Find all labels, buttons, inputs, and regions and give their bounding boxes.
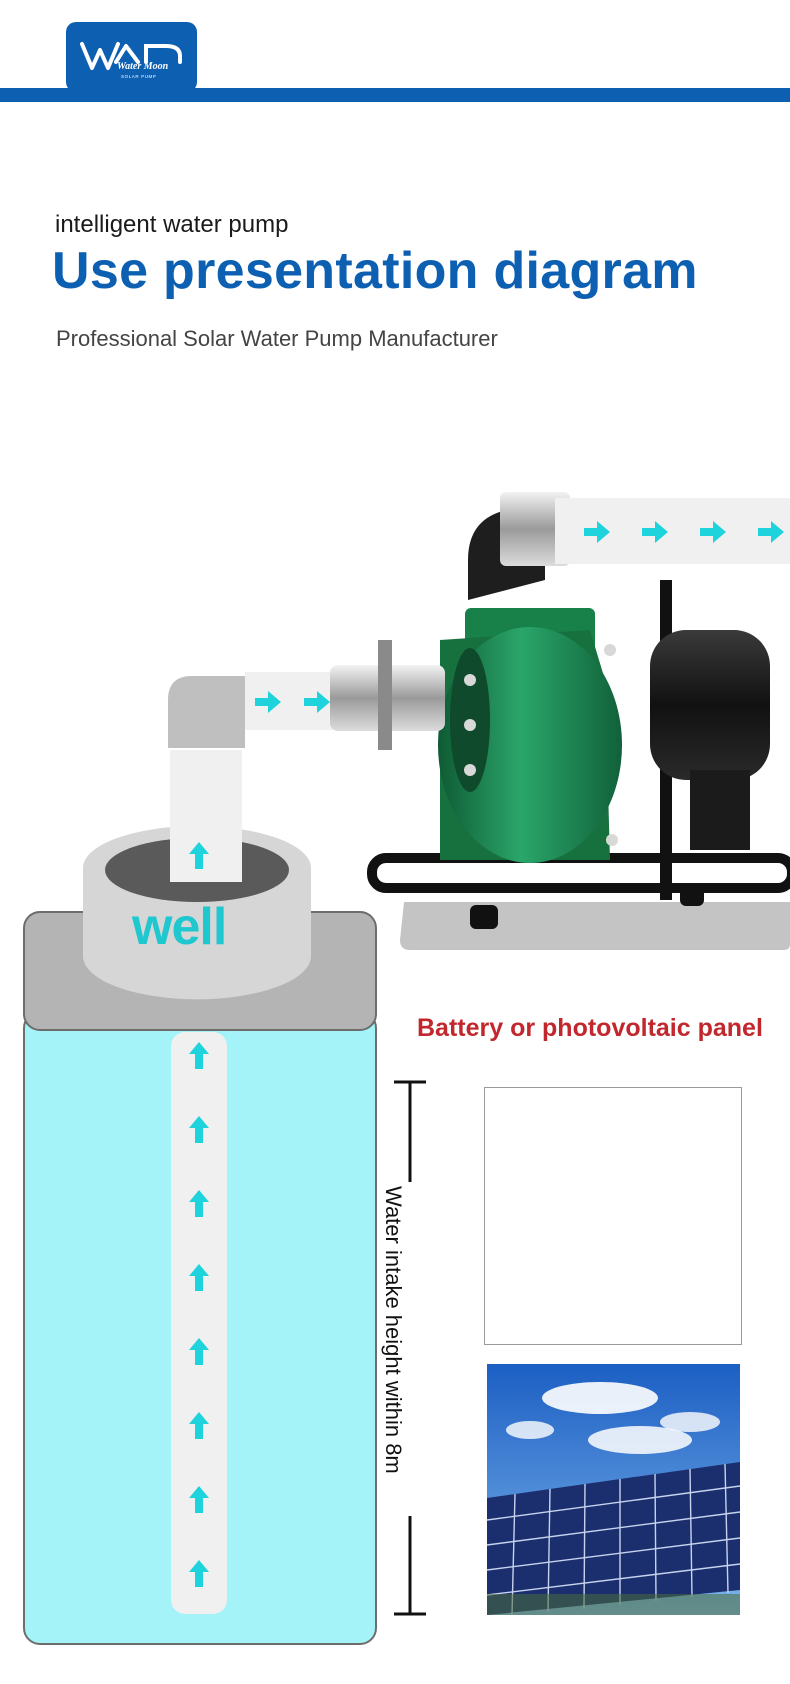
flow-arrow-up-icon — [189, 842, 209, 1587]
logo-monogram-icon — [80, 42, 182, 70]
power-source-label: Battery or photovoltaic panel — [417, 1014, 763, 1042]
intake-height-text: Water intake height within 8m — [381, 1186, 406, 1474]
subtitle: Professional Solar Water Pump Manufactur… — [56, 326, 498, 351]
logo-brand-name: Water Moon — [117, 61, 169, 72]
outlet-pipe — [468, 492, 790, 600]
kicker-text: intelligent water pump — [55, 211, 289, 238]
height-dimension-line — [394, 1080, 426, 1616]
logo-tagline: SOLAR PUMP — [121, 74, 157, 79]
water-pump — [330, 580, 790, 929]
well-label: well — [132, 898, 227, 956]
intake-pipe — [168, 672, 341, 1614]
header-bar — [0, 88, 790, 102]
page-title: Use presentation diagram — [52, 242, 698, 300]
solar-panel-photo — [486, 1364, 741, 1616]
battery-photo-frame — [484, 1087, 742, 1345]
flow-arrow-right-icon — [255, 521, 784, 713]
logo[interactable]: Water Moon SOLAR PUMP — [66, 22, 197, 92]
